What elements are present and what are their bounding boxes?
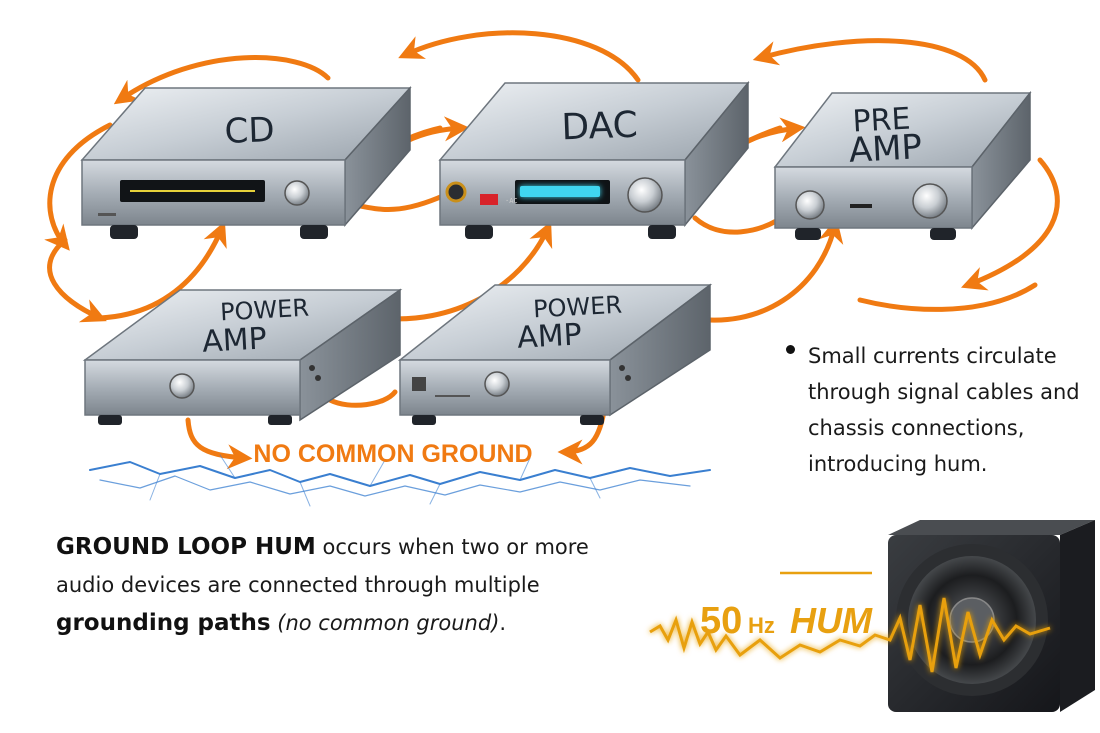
cd-player: CD — [80, 86, 412, 239]
bullet-note: Small currents circulate through signal … — [786, 338, 1086, 482]
arrow-left-lower — [47, 237, 107, 323]
power-amp-1-label-line2: AMP — [201, 321, 267, 359]
preamp-unit: PRE AMP — [773, 90, 1032, 240]
power-amp-2-label-line1: POWER — [532, 291, 622, 324]
ground-label: NO COMMON GROUND — [253, 440, 532, 468]
ground-spark — [89, 454, 711, 507]
dac-unit: ·AC DAC — [438, 80, 750, 239]
hum-number: 50 — [700, 600, 742, 642]
dac-label: DAC — [561, 105, 639, 149]
speaker-dust-cap — [949, 597, 995, 643]
bullet-text: Small currents circulate through signal … — [808, 344, 1080, 476]
power-amp-1-label-line1: POWER — [219, 294, 309, 327]
dac-red-button — [480, 194, 498, 205]
arrow-ground-left — [185, 417, 253, 470]
main-explanation: GROUND LOOP HUM occurs when two or more … — [56, 528, 636, 642]
arrow-left-side — [44, 122, 113, 251]
preamp-label-line2: AMP — [848, 127, 923, 171]
dac-volume-knob — [627, 177, 663, 213]
hum-waveform — [649, 597, 1051, 673]
power-amp-2-label-line2: AMP — [516, 317, 582, 355]
main-strong-lead: GROUND LOOP HUM — [56, 534, 316, 560]
cd-knob — [284, 180, 310, 206]
arrow-top-right — [752, 38, 988, 83]
main-body: occurs when two or more audio devices ar… — [56, 535, 589, 597]
preamp-left-knob — [795, 190, 825, 220]
power-amp-1-knob — [169, 373, 195, 399]
loop-arrows — [44, 30, 1060, 470]
power-amp-2: POWER AMP — [397, 283, 713, 425]
main-italic-tail: (no common ground) — [270, 611, 500, 635]
main-end: . — [499, 611, 507, 635]
dac-input-jack — [445, 181, 467, 203]
arrow-pa2-pre — [687, 217, 844, 323]
power-amp-2-knob — [484, 371, 510, 397]
bullet-dot — [786, 345, 795, 354]
arrow-right-side — [960, 157, 1060, 291]
power-amp-1: POWER AMP — [82, 288, 403, 425]
cd-label: CD — [224, 110, 275, 152]
arrow-top-mid — [398, 30, 641, 83]
hum-word: HUM — [790, 600, 873, 641]
dac-led-text: ·AC — [505, 197, 518, 205]
main-strong-tail: grounding paths — [56, 610, 271, 636]
preamp-right-knob — [912, 183, 948, 219]
arrow-pa1-cd — [97, 221, 227, 321]
arrow-pa1-bottom — [327, 389, 398, 408]
arrow-right-lower — [857, 282, 1038, 312]
arrow-top-left — [113, 55, 331, 105]
hum-unit: Hz — [748, 613, 775, 638]
preamp-label-line1: PRE — [852, 102, 912, 140]
arrow-dac-down — [352, 192, 448, 212]
speaker — [888, 520, 1095, 712]
